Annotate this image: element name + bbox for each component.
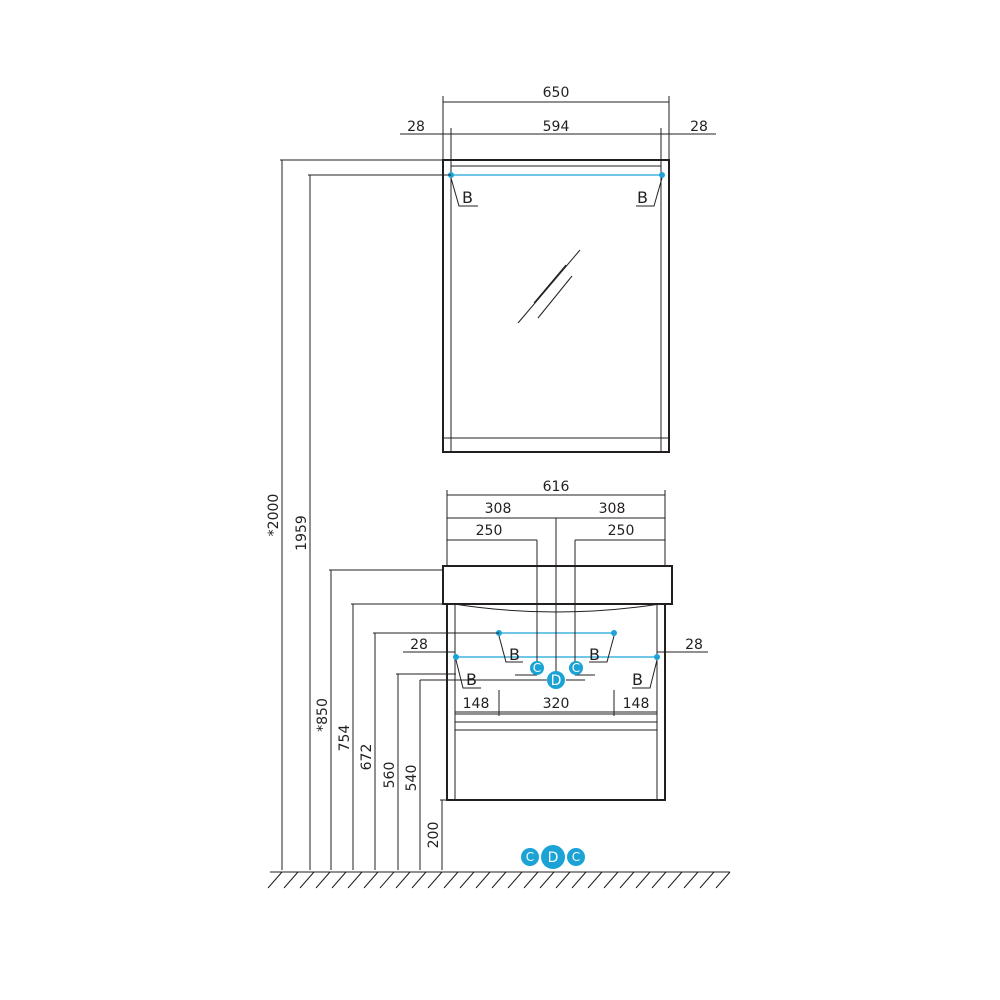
mirror-glare-1	[517, 249, 581, 324]
dim-850: *850	[315, 698, 331, 732]
dim-540: 540	[404, 765, 420, 792]
vanity-dimensions: 616 308 308 250 250 28 28 148 320 148	[403, 479, 708, 716]
mirror-mount-point-right	[659, 172, 665, 178]
connector-d	[547, 671, 565, 689]
svg-text:D: D	[548, 850, 559, 866]
floor-hatch-line	[555, 871, 571, 889]
mirror-bracket-left	[450, 177, 478, 207]
mirror-glare-3	[537, 275, 573, 319]
floor-hatching	[267, 871, 731, 889]
dim-28-vanity-left: 28	[410, 637, 428, 653]
floor-hatch-line	[267, 871, 283, 889]
floor-hatch-line	[635, 871, 651, 889]
dim-28-mirror-left: 28	[407, 119, 425, 135]
floor-hatch-line	[667, 871, 683, 889]
mirror-glare-2	[533, 264, 567, 304]
svg-text:C: C	[572, 850, 580, 864]
vanity-unit: B B B B C C D	[420, 518, 673, 801]
dim-148-right: 148	[623, 696, 650, 712]
floor-hatch-line	[683, 871, 699, 889]
floor-hatch-line	[603, 871, 619, 889]
dim-616: 616	[543, 479, 570, 495]
floor-hatch-line	[523, 871, 539, 889]
floor-hatch-line	[539, 871, 555, 889]
dim-1959: 1959	[294, 515, 310, 551]
basin-top	[442, 565, 673, 605]
floor-hatch-line	[619, 871, 635, 889]
floor-connector-d	[541, 845, 565, 869]
floor-hatch-line	[571, 871, 587, 889]
height-dimensions: *2000 1959 *850 754 672 560 540 200	[266, 159, 499, 870]
svg-text:C: C	[572, 661, 580, 675]
basin-bowl-curve	[453, 603, 661, 613]
mirror-outer-frame	[442, 159, 670, 453]
floor-hatch-line	[395, 871, 411, 889]
mirror-dimensions: 650 594 28 28	[400, 85, 716, 160]
floor-hatch-line	[699, 871, 715, 889]
dim-28-mirror-right: 28	[690, 119, 708, 135]
floor-hatch-line	[347, 871, 363, 889]
floor-connectors: C D C	[521, 845, 585, 869]
svg-text:C: C	[533, 661, 541, 675]
floor-hatch-line	[491, 871, 507, 889]
dim-672: 672	[359, 744, 375, 771]
vanity-mount-label-4: B	[632, 670, 643, 689]
dim-250-left: 250	[476, 523, 503, 539]
floor-hatch-line	[283, 871, 299, 889]
svg-text:D: D	[551, 673, 562, 689]
floor-connector-c-right	[567, 848, 585, 866]
dim-148-left: 148	[463, 696, 490, 712]
dim-250-right: 250	[608, 523, 635, 539]
shelf-divider	[454, 713, 658, 723]
floor-hatch-line	[379, 871, 395, 889]
floor-hatch-line	[363, 871, 379, 889]
floor-hatch-line	[331, 871, 347, 889]
dim-320: 320	[543, 696, 570, 712]
dim-200: 200	[426, 822, 442, 849]
mirror-mount-left-label: B	[462, 188, 473, 207]
vanity-mount-label-2: B	[589, 645, 600, 664]
dim-754: 754	[337, 725, 353, 752]
floor-hatch-line	[507, 871, 523, 889]
floor-hatch-line	[715, 871, 731, 889]
mirror-mount-right-label: B	[637, 188, 648, 207]
mirror-cabinet: B B	[442, 159, 670, 453]
connector-c-left	[530, 661, 544, 675]
connector-c-right	[569, 661, 583, 675]
floor-hatch-line	[411, 871, 427, 889]
floor-hatch-line	[459, 871, 475, 889]
dim-28-vanity-right: 28	[685, 637, 703, 653]
floor-hatch-line	[427, 871, 443, 889]
floor-hatch-line	[475, 871, 491, 889]
dim-308-left: 308	[485, 501, 512, 517]
floor-hatch-line	[651, 871, 667, 889]
dim-594: 594	[543, 119, 570, 135]
floor-hatch-line	[315, 871, 331, 889]
vanity-mount-label-1: B	[509, 645, 520, 664]
floor-hatch-line	[299, 871, 315, 889]
dim-2000: *2000	[266, 494, 282, 537]
floor	[267, 871, 731, 889]
mirror-bracket-right	[636, 177, 663, 207]
dim-308-right: 308	[599, 501, 626, 517]
floor-connector-c-left	[521, 848, 539, 866]
dim-650: 650	[543, 85, 570, 101]
floor-hatch-line	[587, 871, 603, 889]
svg-text:C: C	[526, 850, 534, 864]
dim-560: 560	[382, 762, 398, 789]
floor-hatch-line	[443, 871, 459, 889]
